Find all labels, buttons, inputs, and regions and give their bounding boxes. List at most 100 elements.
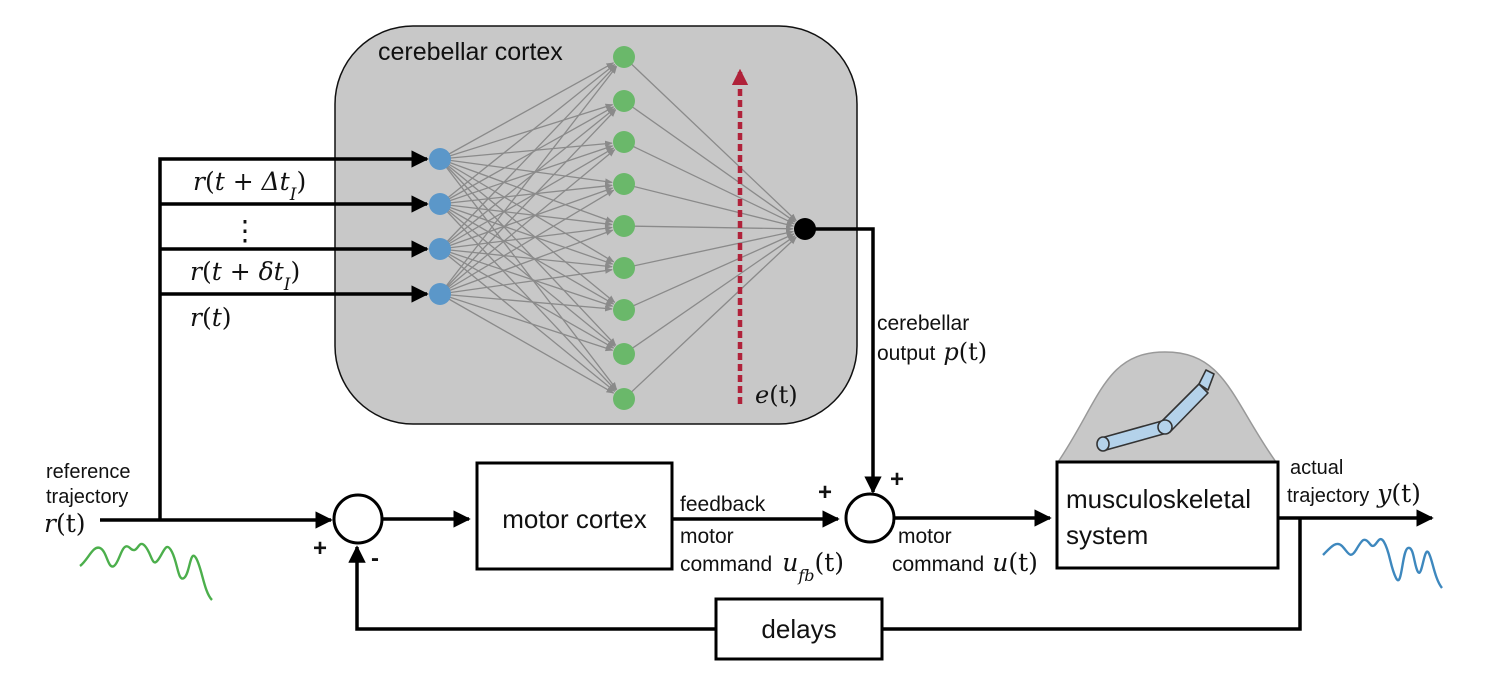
musculoskeletal-system-box — [1055, 460, 1280, 570]
input-hidden-connection — [439, 158, 617, 346]
input-hidden-connection — [439, 158, 614, 223]
sum2-left-plus-sign: + — [818, 479, 832, 506]
cerebellar-cortex-title: cerebellar cortex — [378, 38, 563, 66]
sum1-minus-sign: - — [371, 545, 379, 572]
input-ellipsis: ⋮ — [231, 215, 259, 246]
input-hidden-connection — [439, 158, 616, 303]
input-hidden-connection — [439, 149, 616, 295]
input-hidden-connection — [439, 248, 614, 307]
reference-trajectory-trace — [79, 542, 213, 601]
input-node — [429, 193, 451, 215]
input-hidden-connection — [439, 248, 615, 349]
feedback-command-line2: motor — [680, 525, 734, 548]
hidden-node — [613, 343, 635, 365]
hidden-node — [613, 257, 635, 279]
input-hidden-connection — [439, 182, 613, 205]
actual-label-line1: actual — [1290, 457, 1343, 479]
input-hidden-connection — [439, 293, 614, 352]
input-hidden-connection — [439, 248, 613, 270]
input-label-r-plus-small-delta: r(t + δtI) — [190, 257, 300, 295]
input-hidden-connection — [439, 248, 616, 392]
input-hidden-connection — [439, 189, 615, 295]
input-hidden-connection — [439, 62, 615, 160]
input-label-r-plus-delta: r(t + ΔtI) — [193, 167, 306, 205]
sum1-plus-sign: + — [313, 535, 327, 562]
hidden-output-connection — [623, 225, 794, 232]
input-node — [429, 148, 451, 170]
hidden-output-connection — [623, 56, 797, 222]
hidden-output-connection — [623, 183, 795, 228]
input-hidden-connection — [439, 293, 615, 394]
input-hidden-connection — [439, 293, 613, 312]
hidden-output-connection — [623, 233, 795, 311]
input-node — [429, 238, 451, 260]
input-hidden-connection — [439, 203, 613, 227]
sum-junction-2 — [844, 492, 896, 544]
reference-label-line1: reference — [46, 461, 131, 483]
input-hidden-connection — [439, 108, 616, 250]
hidden-output-connection — [623, 141, 795, 225]
feedback-command-line1: feedback — [680, 493, 766, 516]
arm-workspace-shape — [1056, 351, 1278, 463]
input-hidden-connection — [439, 158, 618, 391]
input-hidden-connection — [439, 229, 614, 295]
arm-icon — [1096, 369, 1215, 452]
input-hidden-connection — [439, 63, 616, 205]
input-label-r-t: r(t) — [190, 303, 232, 332]
hidden-node — [613, 46, 635, 68]
hidden-output-connection — [623, 236, 797, 400]
input-hidden-connection — [439, 158, 615, 263]
hidden-node — [613, 388, 635, 410]
input-hidden-connection — [439, 106, 615, 205]
sum2-right-plus-sign: + — [890, 466, 904, 493]
input-hidden-connection — [439, 267, 613, 295]
sum-junction-1 — [332, 493, 384, 545]
hidden-node — [613, 173, 635, 195]
input-hidden-connection — [439, 109, 617, 295]
actual-trajectory-trace — [1322, 538, 1443, 589]
network-connections — [439, 56, 797, 400]
hidden-node — [613, 215, 635, 237]
motor-cortex-box — [475, 461, 674, 571]
hidden-node — [613, 90, 635, 112]
cerebellar-cortex-box — [334, 25, 858, 425]
input-hidden-connection — [439, 103, 614, 160]
input-hidden-connection — [439, 65, 617, 250]
delays-box — [714, 597, 884, 661]
input-hidden-connection — [439, 147, 615, 250]
musculoskeletal-label-line1: musculoskeletal — [1066, 484, 1251, 514]
reference-label-var: r(t) — [44, 509, 86, 538]
hidden-output-connection — [623, 235, 796, 355]
reference-label-line2: trajectory — [46, 486, 128, 508]
input-hidden-connection — [439, 187, 614, 250]
input-hidden-connection — [439, 203, 616, 347]
motor-command-line1: motor — [898, 525, 952, 548]
input-hidden-connection — [439, 140, 613, 160]
network-nodes — [429, 46, 816, 410]
input-hidden-connection — [439, 225, 613, 250]
hidden-node — [613, 299, 635, 321]
delays-label: delays — [761, 614, 836, 644]
cerebellum-input-lines — [158, 150, 429, 520]
input-hidden-connection — [439, 145, 614, 205]
musculoskeletal-label-line2: system — [1066, 520, 1148, 550]
hidden-node — [613, 131, 635, 153]
input-hidden-connection — [439, 203, 617, 391]
input-hidden-connection — [439, 203, 615, 305]
hidden-output-connection — [623, 229, 795, 269]
input-hidden-connection — [439, 203, 614, 265]
hidden-output-connection — [623, 100, 796, 223]
input-node — [429, 283, 451, 305]
cerebellar-output-line — [805, 227, 882, 494]
motor-cortex-label: motor cortex — [502, 504, 647, 534]
cerebellar-output-label-line1: cerebellar — [877, 312, 969, 335]
input-hidden-connection — [439, 65, 618, 295]
input-hidden-connection — [439, 158, 613, 185]
error-signal-label: e(t) — [755, 381, 798, 409]
